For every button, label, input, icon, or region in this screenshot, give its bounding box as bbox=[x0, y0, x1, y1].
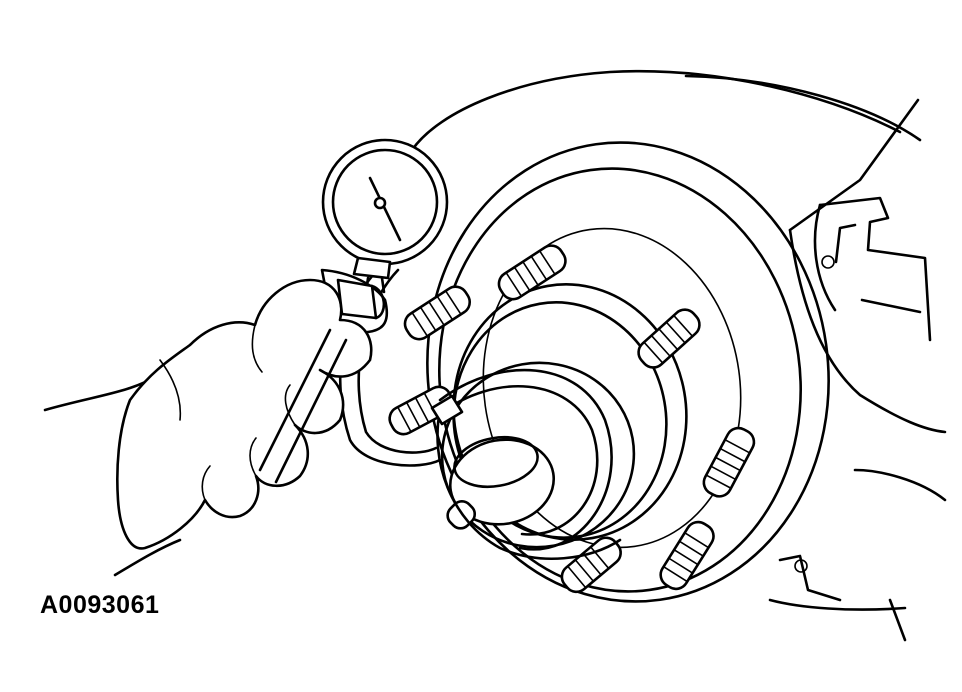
wheel-stud bbox=[497, 244, 567, 301]
backing-plate bbox=[410, 69, 947, 642]
wheel-stud bbox=[637, 308, 701, 369]
wheel-stud bbox=[388, 385, 454, 436]
wheel-stud bbox=[702, 426, 756, 498]
wheel-stud bbox=[403, 285, 472, 341]
pressure-gauge bbox=[321, 138, 449, 294]
hand bbox=[43, 268, 389, 577]
brake-rotor bbox=[426, 141, 830, 603]
figure-reference-code: A0093061 bbox=[40, 591, 160, 619]
gauge-needle bbox=[368, 176, 402, 242]
wheel-stud bbox=[659, 520, 715, 591]
gauge-adapter bbox=[336, 278, 386, 320]
caliper-bracket bbox=[778, 196, 932, 602]
